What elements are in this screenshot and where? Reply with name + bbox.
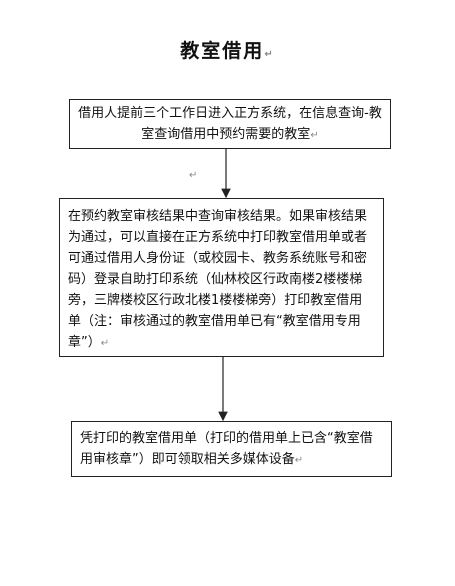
step-box-reserve: 借用人提前三个工作日进入正方系统，在信息查询-教室查询借用中预约需要的教室↵ [69,99,391,149]
paragraph-mark: ↵ [294,455,304,466]
step-box-check-print: 在预约教室审核结果中查询审核结果。如果审核结果为通过，可以直接在正方系统中打印教… [59,198,384,357]
paragraph-mark: ↵ [310,130,319,141]
step-check-print-text: 在预约教室审核结果中查询审核结果。如果审核结果为通过，可以直接在正方系统中打印教… [68,209,368,350]
page-title: 教室借用↵ [180,40,275,62]
step-collect-text: 凭打印的教室借用单（打印的借用单上已含“教室借用审核章”）即可领取相关多媒体设备 [80,431,373,467]
step-reserve-text: 借用人提前三个工作日进入正方系统，在信息查询-教室查询借用中预约需要的教室 [78,106,382,142]
paragraph-mark: ↵ [100,338,110,349]
paragraph-mark: ↵ [264,49,275,60]
step-box-collect: 凭打印的教室借用单（打印的借用单上已含“教室借用审核章”）即可领取相关多媒体设备… [71,421,392,477]
paragraph-mark: ↵ [189,170,198,181]
